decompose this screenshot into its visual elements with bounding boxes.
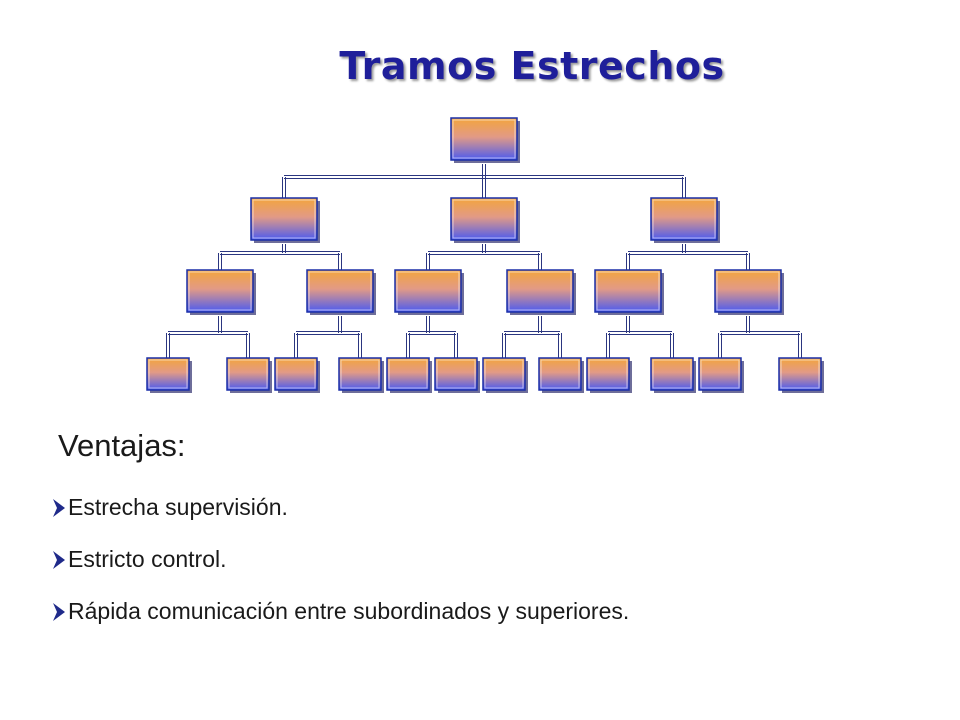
org-node-highlight — [148, 359, 188, 389]
org-node-box — [594, 269, 662, 313]
org-node-highlight — [540, 359, 580, 389]
org-chart-diagram — [146, 117, 824, 393]
org-node-box — [186, 269, 254, 313]
list-item: Estricto control. — [52, 546, 629, 598]
slide-title: Tramos Estrechos — [339, 44, 725, 88]
org-node-highlight — [388, 359, 428, 389]
org-node-level-4 — [538, 357, 584, 393]
org-node-box — [338, 357, 382, 391]
org-node-level-4 — [650, 357, 696, 393]
arrow-bullet-icon — [53, 499, 65, 517]
org-node-box — [506, 269, 574, 313]
org-node-box — [306, 269, 374, 313]
ventajas-heading: Ventajas: — [58, 428, 186, 463]
org-node-level-4 — [386, 357, 432, 393]
org-node-box — [650, 197, 718, 241]
org-node-level-3 — [714, 269, 784, 315]
org-node-level-4 — [338, 357, 384, 393]
org-node-box — [434, 357, 478, 391]
advantages-list: Estrecha supervisión. Estricto control. … — [52, 494, 629, 650]
bullet-text: Rápida comunicación entre subordinados y… — [68, 598, 630, 624]
org-node-highlight — [396, 271, 460, 311]
org-node-highlight — [588, 359, 628, 389]
org-node-highlight — [484, 359, 524, 389]
org-node-level-4 — [778, 357, 824, 393]
org-node-level-3 — [306, 269, 376, 315]
org-node-box — [450, 197, 518, 241]
org-node-highlight — [652, 199, 716, 239]
arrow-bullet-icon — [53, 551, 65, 569]
org-node-highlight — [188, 271, 252, 311]
org-node-box — [250, 197, 318, 241]
org-node-box — [698, 357, 742, 391]
org-node-highlight — [340, 359, 380, 389]
org-node-box — [146, 357, 190, 391]
org-node-highlight — [780, 359, 820, 389]
org-node-level-3 — [506, 269, 576, 315]
org-node-highlight — [700, 359, 740, 389]
org-node-box — [274, 357, 318, 391]
org-node-level-4 — [698, 357, 744, 393]
org-node-level-4 — [482, 357, 528, 393]
org-node-level-4 — [434, 357, 480, 393]
org-node-level-3 — [394, 269, 464, 315]
org-node-level-4 — [274, 357, 320, 393]
org-node-box — [394, 269, 462, 313]
org-node-highlight — [308, 271, 372, 311]
org-node-level-2 — [650, 197, 720, 243]
org-node-highlight — [652, 359, 692, 389]
org-node-highlight — [436, 359, 476, 389]
bullet-text: Estricto control. — [68, 546, 227, 572]
org-node-level-4 — [226, 357, 272, 393]
org-node-box — [226, 357, 270, 391]
bullet-text: Estrecha supervisión. — [68, 494, 288, 520]
org-node-box — [586, 357, 630, 391]
org-node-box — [538, 357, 582, 391]
org-node-box — [482, 357, 526, 391]
org-node-highlight — [452, 199, 516, 239]
org-boxes — [146, 117, 824, 393]
org-node-level-1 — [450, 117, 520, 163]
org-node-box — [778, 357, 822, 391]
org-node-box — [450, 117, 518, 161]
org-node-highlight — [596, 271, 660, 311]
org-node-box — [386, 357, 430, 391]
org-node-highlight — [508, 271, 572, 311]
org-node-highlight — [276, 359, 316, 389]
org-node-level-3 — [186, 269, 256, 315]
org-node-box — [650, 357, 694, 391]
org-node-highlight — [716, 271, 780, 311]
list-item: Estrecha supervisión. — [52, 494, 629, 546]
list-item: Rápida comunicación entre subordinados y… — [52, 598, 629, 650]
org-node-highlight — [452, 119, 516, 159]
org-node-level-2 — [450, 197, 520, 243]
org-node-level-2 — [250, 197, 320, 243]
org-node-level-4 — [586, 357, 632, 393]
org-node-highlight — [252, 199, 316, 239]
org-node-level-3 — [594, 269, 664, 315]
connector-lines — [166, 164, 802, 358]
org-node-highlight — [228, 359, 268, 389]
org-node-box — [714, 269, 782, 313]
arrow-bullet-icon — [53, 603, 65, 621]
org-node-level-4 — [146, 357, 192, 393]
